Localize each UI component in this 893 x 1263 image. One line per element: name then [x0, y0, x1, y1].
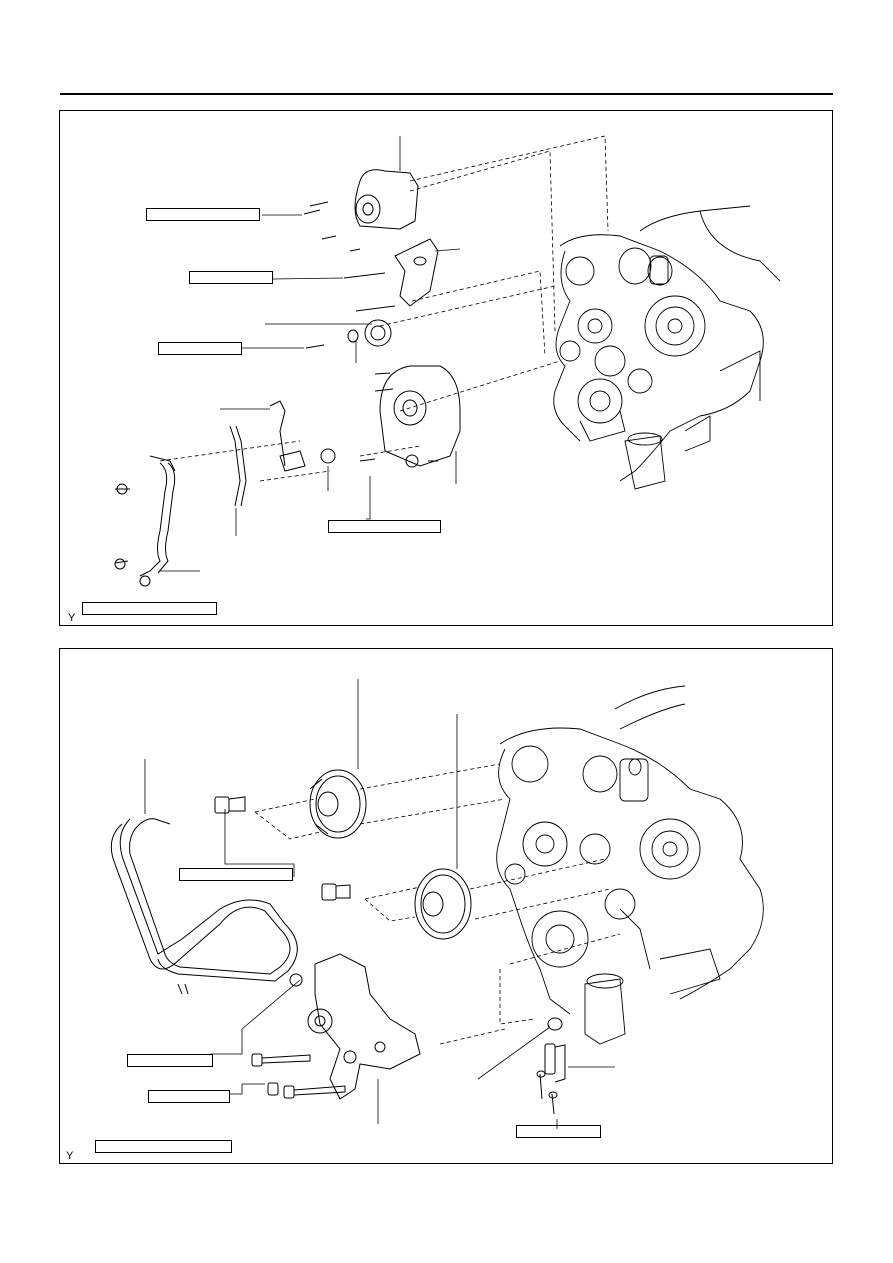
idler-bracket-drawing: [289, 953, 421, 1100]
callout-label-6: [179, 868, 293, 881]
callout-label-2: [189, 271, 273, 284]
long-bolts-drawing: [251, 1053, 346, 1099]
pulley-bolts-drawing: [214, 796, 351, 901]
engine-block-drawing: [496, 685, 764, 1045]
alignment-guide-lines: [254, 763, 621, 1045]
engine-block-drawing: [553, 205, 781, 490]
bolts-drawing: [114, 201, 438, 570]
lower-timing-cover-drawing: [379, 365, 461, 467]
callout-label-5: [82, 602, 217, 615]
timing-belt-drawing: [110, 818, 298, 995]
camshaft-timing-pulley-upper-drawing: [309, 769, 367, 839]
exploded-diagram-panel-1: Y: [59, 110, 833, 626]
callout-label-7: [127, 1054, 213, 1067]
camshaft-timing-pulley-lower-drawing: [414, 868, 472, 940]
callout-label-4: [328, 520, 441, 533]
idler-pulley-drawing: [347, 319, 392, 347]
exploded-diagram-panel-2: Y: [59, 648, 833, 1164]
timing-belt-exploded-drawing: [110, 679, 764, 1129]
header-rule: [60, 93, 833, 95]
idler-bracket-drawing: [394, 238, 439, 307]
wire-harness-drawing: [139, 400, 306, 587]
callout-label-10: [95, 1140, 232, 1153]
leader-lines: [160, 136, 461, 572]
figure-code: Y: [68, 612, 76, 624]
sensor-bracket-drawing: [536, 1017, 566, 1115]
callout-label-8: [148, 1090, 230, 1103]
callout-label-9: [516, 1125, 601, 1138]
timing-cover-exploded-drawing: [114, 135, 781, 587]
callout-label-1: [146, 208, 260, 221]
callout-label-3: [158, 342, 242, 355]
leader-lines: [144, 679, 615, 1129]
figure-code: Y: [66, 1150, 74, 1162]
alignment-guide-lines: [159, 135, 609, 482]
upper-timing-cover-drawing: [354, 169, 419, 230]
